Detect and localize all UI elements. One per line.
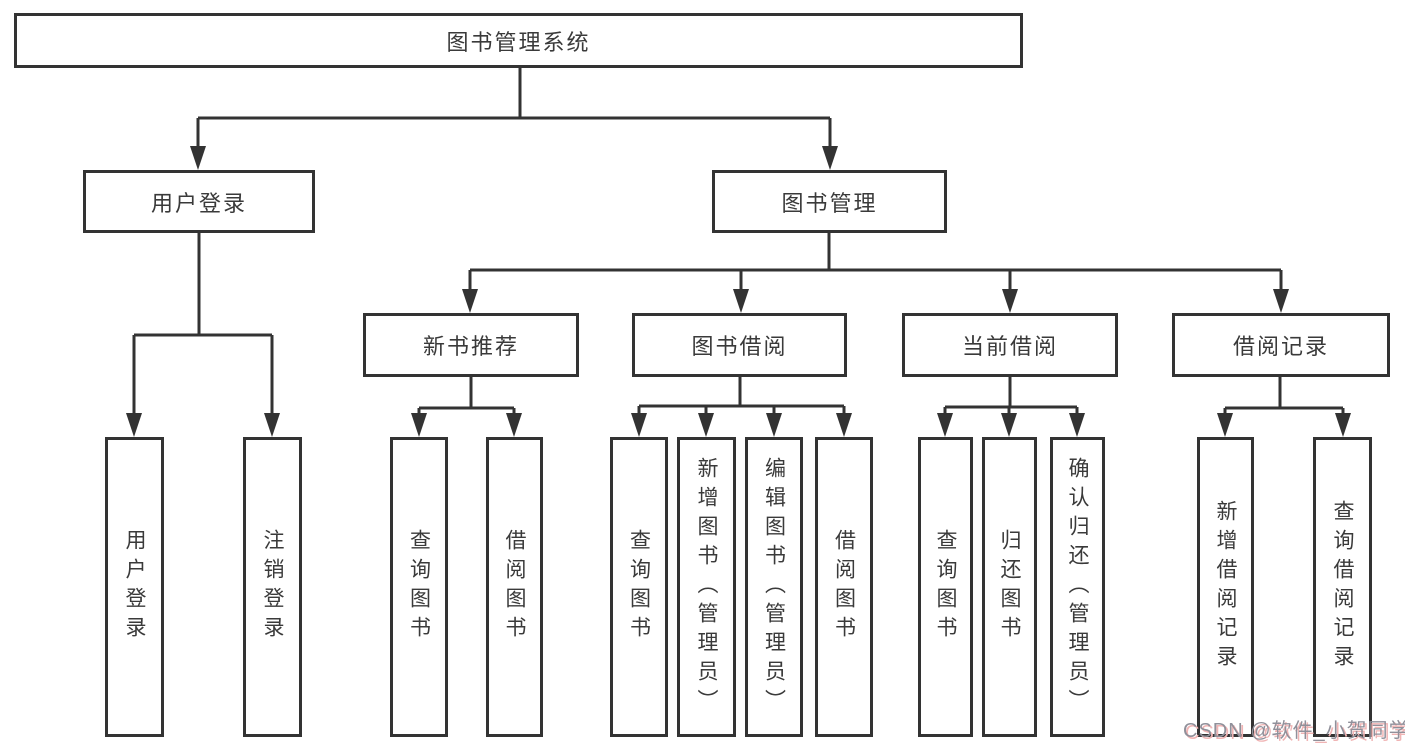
leaf-logout: 注销登录 bbox=[243, 437, 302, 737]
leaf-user-login-label: 用户登录 bbox=[123, 529, 146, 645]
leaf-user-login: 用户登录 bbox=[105, 437, 164, 737]
node-current-borrowing-label: 当前借阅 bbox=[961, 334, 1058, 359]
arrowhead bbox=[506, 413, 522, 437]
node-book-management-label: 图书管理 bbox=[781, 190, 878, 216]
arrowhead bbox=[1335, 413, 1351, 437]
arrowhead bbox=[126, 413, 142, 437]
leaf-edit-books-admin-label: 编辑图书（管理员） bbox=[762, 456, 786, 718]
leaf-query-borrow-record-label: 查询借阅记录 bbox=[1331, 500, 1354, 674]
leaf-add-borrow-record-label: 新增借阅记录 bbox=[1214, 500, 1237, 674]
leaf-newbooks-borrow-books: 借阅图书 bbox=[486, 437, 543, 737]
leaf-borrow-query-books: 查询图书 bbox=[610, 437, 668, 737]
leaf-add-borrow-record: 新增借阅记录 bbox=[1197, 437, 1254, 737]
connector-bookmgmt-to-level3 bbox=[468, 233, 1283, 293]
leaf-borrow-books: 借阅图书 bbox=[815, 437, 873, 737]
leaf-current-query-books-label: 查询图书 bbox=[934, 529, 957, 645]
arrowhead bbox=[462, 289, 478, 313]
leaf-newbooks-query-books: 查询图书 bbox=[390, 437, 448, 737]
arrowhead bbox=[264, 413, 280, 437]
leaf-newbooks-borrow-books-label: 借阅图书 bbox=[503, 529, 526, 645]
arrowhead bbox=[631, 413, 647, 437]
node-user-login-label: 用户登录 bbox=[150, 190, 247, 216]
leaf-logout-label: 注销登录 bbox=[261, 529, 284, 645]
arrowheads bbox=[126, 146, 1351, 437]
arrowhead bbox=[1273, 289, 1289, 313]
arrowhead bbox=[411, 413, 427, 437]
arrowhead bbox=[766, 413, 782, 437]
arrowhead bbox=[733, 289, 749, 313]
connector-root-to-level2 bbox=[196, 68, 832, 150]
node-book-management: 图书管理 bbox=[712, 170, 947, 233]
leaf-return-books: 归还图书 bbox=[982, 437, 1037, 737]
leaf-borrow-books-label: 借阅图书 bbox=[832, 529, 856, 645]
arrowhead bbox=[698, 413, 714, 437]
node-new-book-recommend-label: 新书推荐 bbox=[422, 334, 519, 359]
node-new-book-recommend: 新书推荐 bbox=[363, 313, 579, 377]
arrowhead bbox=[1001, 413, 1017, 437]
arrowhead bbox=[190, 146, 206, 170]
leaf-current-query-books: 查询图书 bbox=[918, 437, 973, 737]
arrowhead bbox=[836, 413, 852, 437]
leaf-borrow-query-books-label: 查询图书 bbox=[627, 529, 651, 645]
arrowhead bbox=[822, 146, 838, 170]
connector-borrowrecords-to-leaves bbox=[1223, 377, 1345, 419]
leaf-confirm-return-admin-label: 确认归还（管理员） bbox=[1066, 456, 1089, 718]
node-root-library-system: 图书管理系统 bbox=[14, 13, 1023, 68]
node-book-borrowing: 图书借阅 bbox=[632, 313, 847, 377]
node-borrowing-records-label: 借阅记录 bbox=[1232, 334, 1329, 359]
arrowhead bbox=[937, 413, 953, 437]
csdn-watermark: CSDN @软件_小贺同学 bbox=[1183, 720, 1405, 742]
arrowhead bbox=[1217, 413, 1233, 437]
node-current-borrowing: 当前借阅 bbox=[902, 313, 1118, 377]
node-borrowing-records: 借阅记录 bbox=[1172, 313, 1390, 377]
connector-userlogin-to-leaves bbox=[132, 233, 274, 417]
node-user-login: 用户登录 bbox=[83, 170, 315, 233]
leaf-return-books-label: 归还图书 bbox=[998, 529, 1021, 645]
node-root-label: 图书管理系统 bbox=[446, 29, 591, 55]
leaf-add-books-admin: 新增图书（管理员） bbox=[677, 437, 736, 737]
leaf-edit-books-admin: 编辑图书（管理员） bbox=[745, 437, 803, 737]
leaf-confirm-return-admin: 确认归还（管理员） bbox=[1050, 437, 1105, 737]
connector-bookborrow-to-leaves bbox=[637, 377, 846, 419]
connector-currentborrow-to-leaves bbox=[943, 377, 1079, 419]
node-book-borrowing-label: 图书借阅 bbox=[691, 334, 788, 359]
arrowhead bbox=[1069, 413, 1085, 437]
leaf-query-borrow-record: 查询借阅记录 bbox=[1313, 437, 1372, 737]
connector-newbooks-to-leaves bbox=[417, 377, 516, 419]
leaf-add-books-admin-label: 新增图书（管理员） bbox=[695, 456, 718, 718]
leaf-newbooks-query-books-label: 查询图书 bbox=[407, 529, 431, 645]
arrowhead bbox=[1002, 289, 1018, 313]
